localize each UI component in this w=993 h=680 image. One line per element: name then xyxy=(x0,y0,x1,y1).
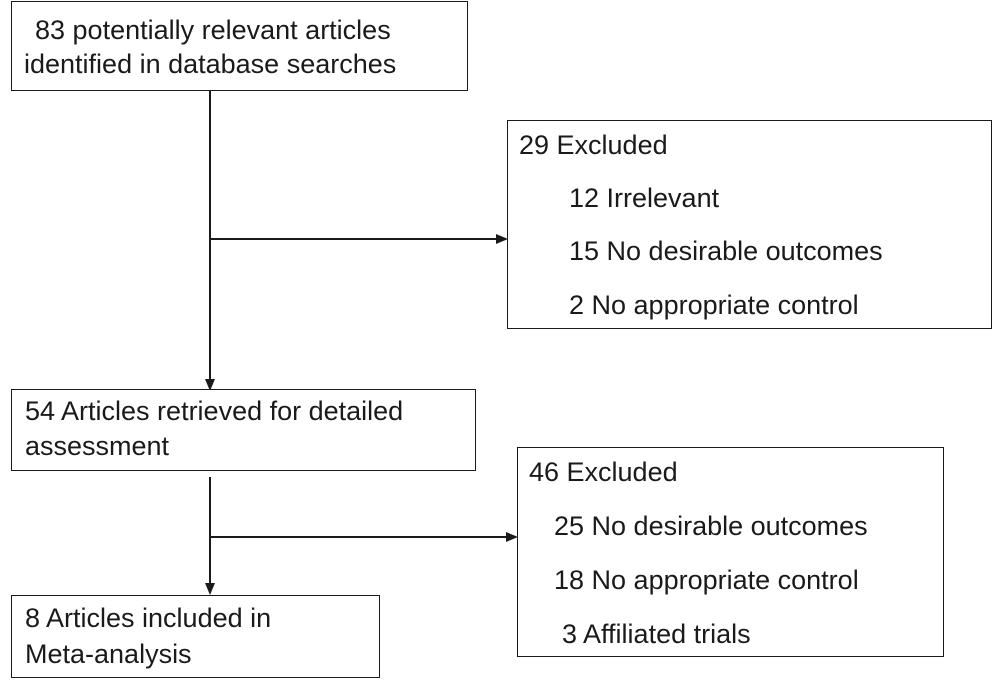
excluded-first-item-2: 15 No desirable outcomes xyxy=(569,236,883,266)
retrieved-articles-box: 54 Articles retrieved for detailed asses… xyxy=(11,389,476,471)
excluded-second-item-3: 3 Affiliated trials xyxy=(562,619,751,649)
arrow-into-included xyxy=(205,583,215,595)
connector-identified-to-retrieved xyxy=(209,90,211,380)
excluded-first-title: 29 Excluded xyxy=(519,130,668,160)
included-line-2: Meta-analysis xyxy=(25,639,192,669)
arrow-into-excluded-second xyxy=(506,532,518,542)
connector-to-excluded-second xyxy=(209,536,507,538)
excluded-first-item-1: 12 Irrelevant xyxy=(569,183,720,213)
connector-to-excluded-first xyxy=(209,238,497,240)
excluded-second-item-1: 25 No desirable outcomes xyxy=(554,511,868,541)
excluded-second-box: 46 Excluded 25 No desirable outcomes 18 … xyxy=(517,447,944,657)
excluded-second-item-2: 18 No appropriate control xyxy=(554,565,859,595)
retrieved-line-2: assessment xyxy=(25,431,170,461)
arrow-into-retrieved xyxy=(205,379,215,391)
excluded-first-item-3: 2 No appropriate control xyxy=(569,290,859,320)
identified-line-2: identified in database searches xyxy=(24,49,397,79)
arrow-into-excluded-first xyxy=(496,234,508,244)
excluded-first-box: 29 Excluded 12 Irrelevant 15 No desirabl… xyxy=(507,120,992,329)
identified-articles-box: 83 potentially relevant articles identif… xyxy=(11,1,468,91)
retrieved-line-1: 54 Articles retrieved for detailed xyxy=(25,396,404,426)
excluded-second-title: 46 Excluded xyxy=(529,457,678,487)
connector-retrieved-to-included xyxy=(209,477,211,584)
identified-line-1: 83 potentially relevant articles xyxy=(35,15,391,45)
included-line-1: 8 Articles included in xyxy=(25,603,272,633)
included-articles-box: 8 Articles included in Meta-analysis xyxy=(11,595,380,678)
